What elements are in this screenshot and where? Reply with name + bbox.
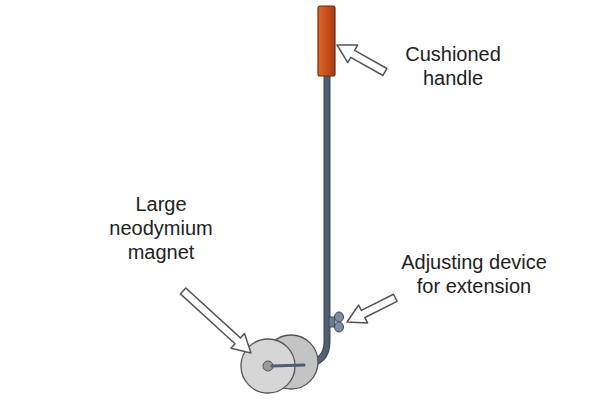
leader-arrow bbox=[343, 289, 400, 331]
part-label: Cushioned handle bbox=[392, 42, 514, 90]
knob-stem bbox=[329, 317, 335, 327]
rod-end bbox=[272, 365, 304, 366]
part-label: Adjusting device for extension bbox=[393, 250, 555, 298]
rod-outline bbox=[272, 72, 327, 366]
part-label: Large neodymium magnet bbox=[95, 192, 227, 264]
leader-arrow bbox=[176, 284, 257, 361]
rod bbox=[272, 72, 327, 366]
knob bbox=[335, 322, 344, 332]
knob bbox=[335, 312, 344, 322]
leader-arrow bbox=[332, 36, 390, 80]
handle bbox=[318, 6, 335, 76]
